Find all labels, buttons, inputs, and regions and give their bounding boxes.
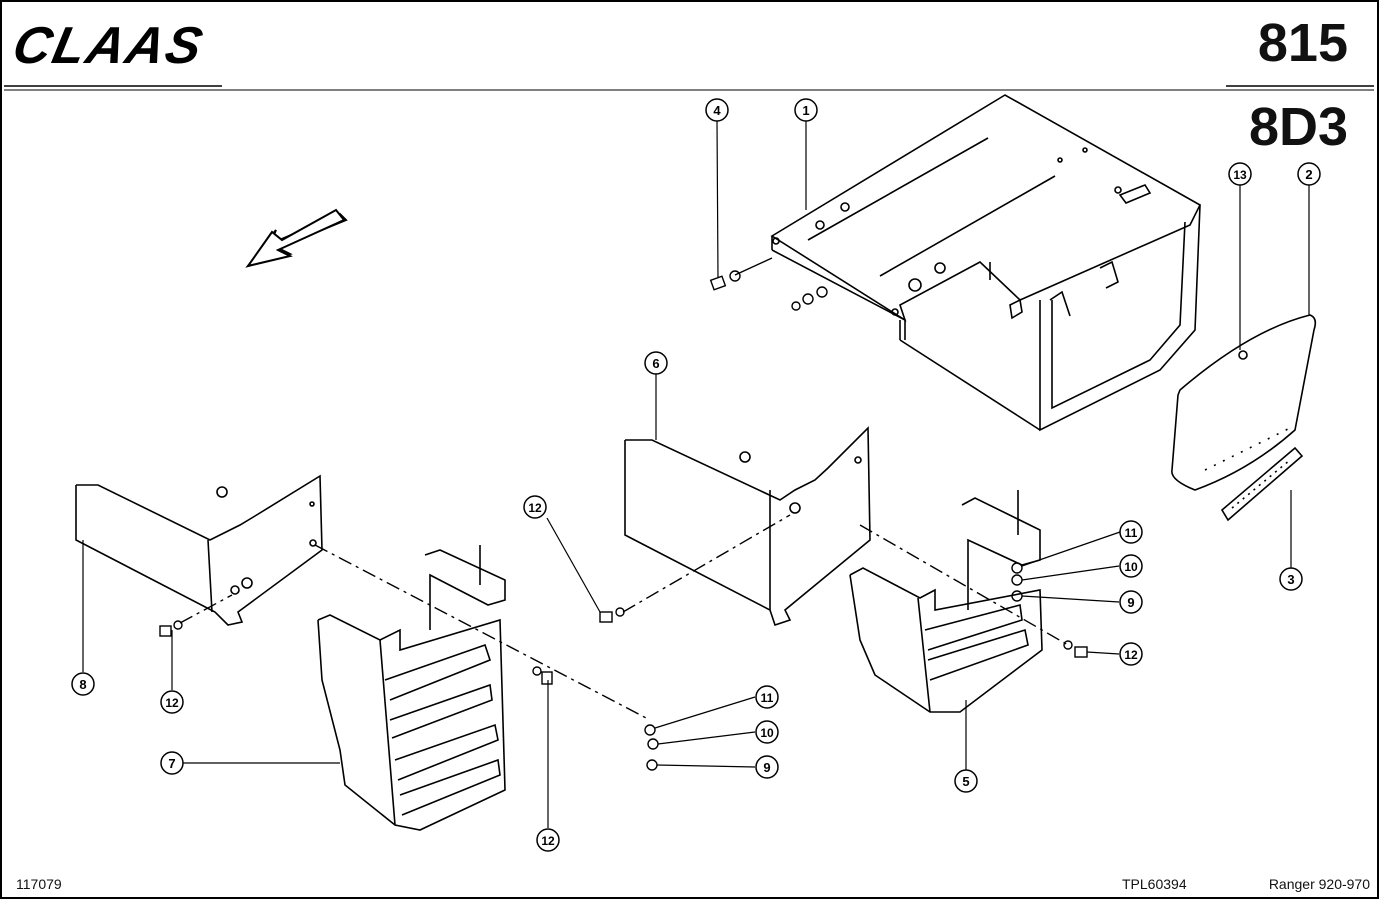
page-number: 815 <box>1257 13 1348 73</box>
callout-9b: 9 <box>755 755 779 779</box>
callout-13: 13 <box>1228 162 1252 186</box>
callout-12b: 12 <box>1119 642 1143 666</box>
svg-text:10: 10 <box>1124 560 1138 574</box>
callout-4: 4 <box>705 98 729 122</box>
svg-text:9: 9 <box>1127 595 1134 610</box>
svg-text:9: 9 <box>763 760 770 775</box>
part-7-step <box>317 545 506 831</box>
callout-8: 8 <box>71 672 95 696</box>
svg-text:3: 3 <box>1287 572 1294 587</box>
fasteners <box>159 514 1088 771</box>
part-5-step <box>849 490 1043 713</box>
drawing-id: 117079 <box>16 876 62 892</box>
callout-12d: 12 <box>536 828 560 852</box>
model-range: Ranger 920-970 <box>1268 876 1370 892</box>
callout-5: 5 <box>954 769 978 793</box>
svg-text:4: 4 <box>713 103 721 118</box>
direction-arrow-icon <box>245 208 348 268</box>
callout-12a: 12 <box>523 495 547 519</box>
part-1-frame-box <box>770 94 1202 432</box>
svg-text:6: 6 <box>652 356 659 371</box>
svg-text:5: 5 <box>962 774 969 789</box>
callout-11b: 11 <box>755 685 779 709</box>
svg-text:12: 12 <box>165 696 179 710</box>
callout-6: 6 <box>644 351 668 375</box>
brand-logo-text: CLAAS <box>7 17 210 75</box>
svg-text:12: 12 <box>528 501 542 515</box>
callout-3: 3 <box>1279 567 1303 591</box>
svg-text:1: 1 <box>802 103 809 118</box>
callouts: 1 2 3 4 5 6 7 8 9 9 10 10 11 11 12 12 12… <box>71 98 1321 852</box>
callout-12c: 12 <box>160 690 184 714</box>
callout-9a: 9 <box>1119 590 1143 614</box>
svg-text:12: 12 <box>1124 648 1138 662</box>
part-6-shield <box>624 426 871 627</box>
svg-text:7: 7 <box>168 756 175 771</box>
callout-10b: 10 <box>755 720 779 744</box>
leader-lines <box>82 119 1310 828</box>
callout-11a: 11 <box>1119 520 1143 544</box>
callout-2: 2 <box>1297 162 1321 186</box>
part-4-bolts <box>709 257 828 311</box>
svg-text:13: 13 <box>1233 168 1247 182</box>
callout-7: 7 <box>160 751 184 775</box>
part-2-cover-plate <box>1171 314 1317 491</box>
svg-text:11: 11 <box>1125 526 1138 540</box>
svg-text:2: 2 <box>1305 167 1312 182</box>
svg-text:8: 8 <box>79 677 86 692</box>
brand-logo: CLAAS <box>8 17 234 75</box>
svg-text:10: 10 <box>760 726 774 740</box>
svg-text:11: 11 <box>761 691 774 705</box>
callout-1: 1 <box>794 98 818 122</box>
part-8-shield <box>75 474 323 626</box>
group-code: 8D3 <box>1248 97 1348 157</box>
svg-text:12: 12 <box>541 834 555 848</box>
document-code: TPL60394 <box>1122 876 1187 892</box>
part-3-strip <box>1220 446 1304 522</box>
callout-10a: 10 <box>1119 554 1143 578</box>
